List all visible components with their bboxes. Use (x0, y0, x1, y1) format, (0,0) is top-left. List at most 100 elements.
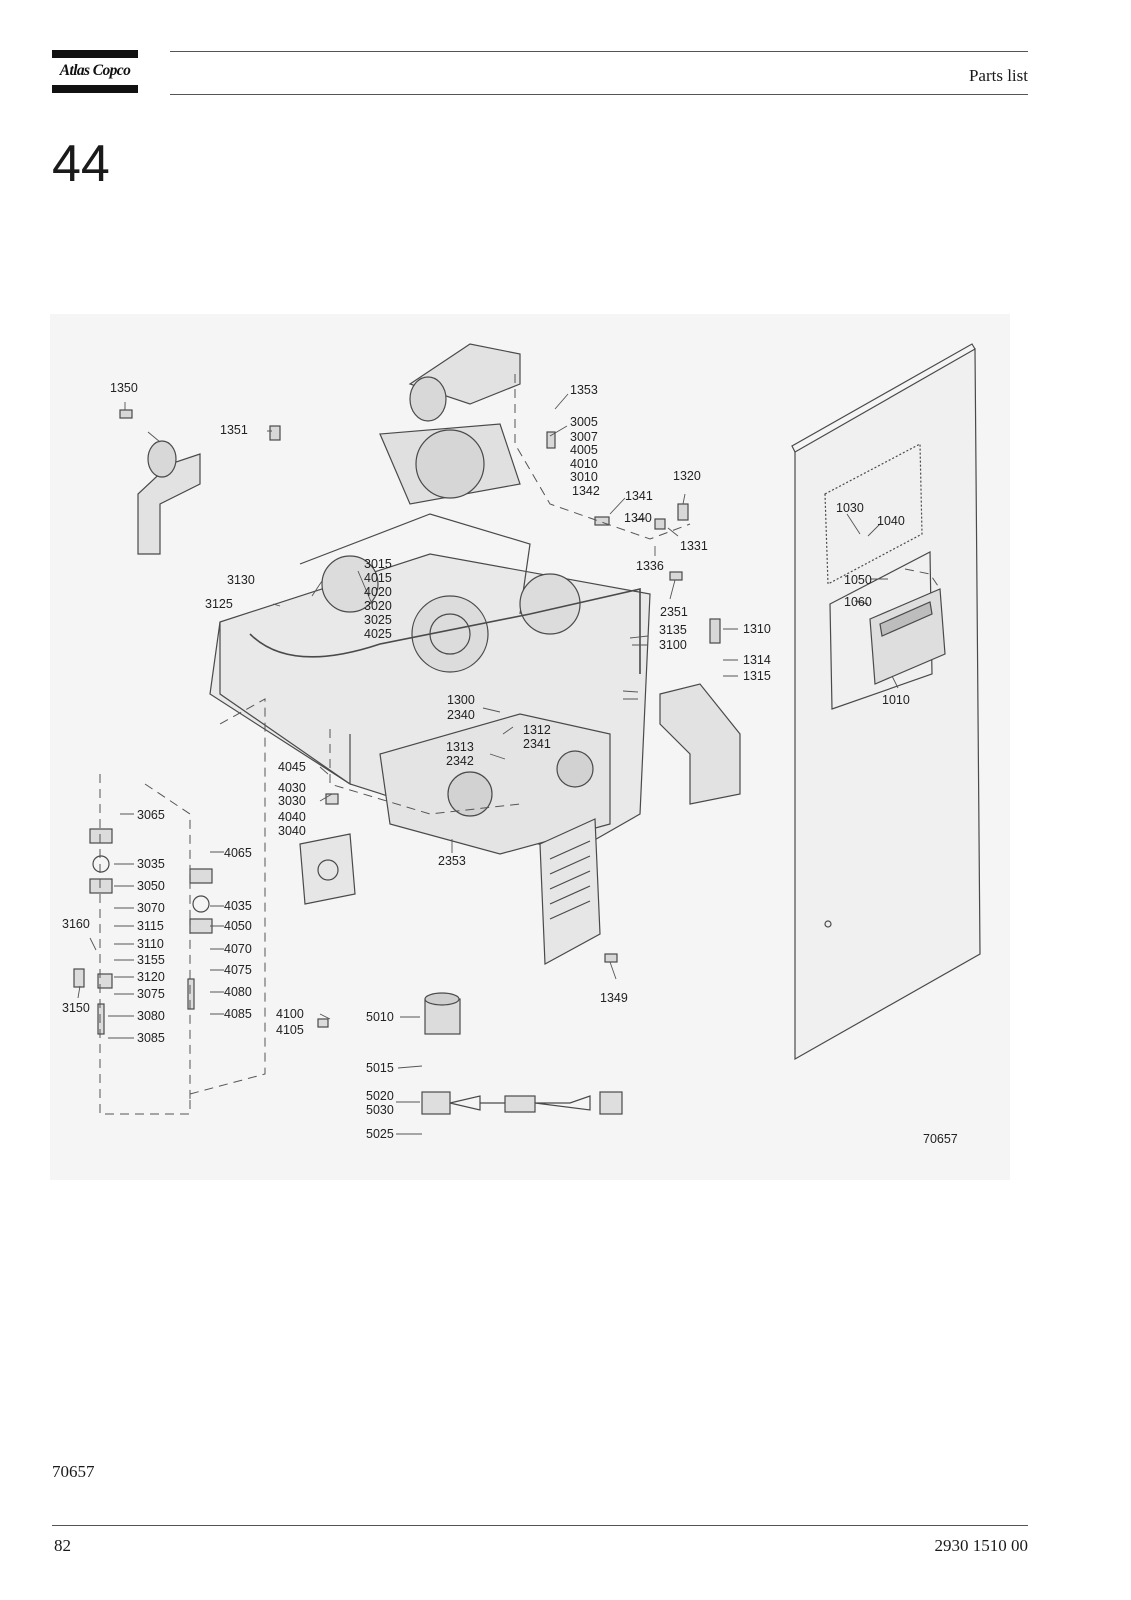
flange (299, 833, 356, 905)
callout: 4015 (364, 571, 392, 585)
callout: 2353 (438, 854, 466, 868)
elbow-pipe (659, 683, 741, 805)
callout: 4035 (224, 899, 252, 913)
callout: 4070 (224, 942, 252, 956)
header-rule-bottom (170, 94, 1028, 95)
callout: 1060 (844, 595, 872, 609)
callout: 3040 (278, 824, 306, 838)
drawing-number: 70657 (923, 1132, 958, 1146)
callout: 4100 (276, 1007, 304, 1021)
callout: 1336 (636, 559, 664, 573)
canopy-side-panel (791, 343, 981, 1061)
logo-bar-top (52, 50, 138, 58)
oil-cooler (539, 818, 601, 965)
callout: 1340 (624, 511, 652, 525)
callout: 1349 (600, 991, 628, 1005)
callout: 3085 (137, 1031, 165, 1045)
callout: 4080 (224, 985, 252, 999)
callout: 1310 (743, 622, 771, 636)
accessory-parts-left (73, 793, 339, 1035)
callout: 2351 (660, 605, 688, 619)
callout: 4025 (364, 627, 392, 641)
cable-harness (421, 1091, 623, 1115)
sensors (119, 409, 721, 963)
header-title: Parts list (968, 66, 1028, 85)
gearbox-casing (379, 713, 611, 855)
page-number: 82 (54, 1536, 71, 1555)
callout: 3150 (62, 1001, 90, 1015)
callout: 3100 (659, 638, 687, 652)
callout: 4045 (278, 760, 306, 774)
callout: 1341 (625, 489, 653, 503)
dash-group-controller (904, 568, 941, 590)
callout: 1300 (447, 693, 475, 707)
callout: 2340 (447, 708, 475, 722)
callout: 5025 (366, 1127, 394, 1141)
callout: 3130 (227, 573, 255, 587)
callout: 1331 (680, 539, 708, 553)
callout: 1315 (743, 669, 771, 683)
callout: 4050 (224, 919, 252, 933)
dash-group-inner (144, 783, 191, 1104)
callout-labels: 1350 1351 1353 3005 3007 4005 4010 3010 … (62, 381, 958, 1146)
callout: 5010 (366, 1010, 394, 1024)
drawing-ref: 70657 (52, 1462, 95, 1481)
callout: 4065 (224, 846, 252, 860)
callout: 3080 (137, 1009, 165, 1023)
callout: 1010 (882, 693, 910, 707)
callout: 4010 (570, 457, 598, 471)
callout: 1312 (523, 723, 551, 737)
dash-group-top (514, 374, 691, 540)
callout: 3065 (137, 808, 165, 822)
callout: 3110 (137, 937, 164, 951)
callout: 3120 (137, 970, 165, 984)
callout: 4075 (224, 963, 252, 977)
callout: 3030 (278, 794, 306, 808)
callout: 4005 (570, 443, 598, 457)
exploded-parts-drawing: 1350 1351 1353 3005 3007 4005 4010 3010 … (50, 314, 1010, 1180)
callout: 4030 (278, 781, 306, 795)
section-number: 44 (52, 135, 110, 193)
callout: 2342 (446, 754, 474, 768)
callout: 3075 (137, 987, 165, 1001)
callout: 1030 (836, 501, 864, 515)
callout: 3005 (570, 415, 598, 429)
callout: 3050 (137, 879, 165, 893)
solenoid-valve (424, 992, 461, 1035)
callout: 1320 (673, 469, 701, 483)
callout: 5030 (366, 1103, 394, 1117)
outlet-pipe (408, 343, 521, 422)
callout: 3035 (137, 857, 165, 871)
callout: 3015 (364, 557, 392, 571)
callout: 3025 (364, 613, 392, 627)
callout: 5020 (366, 1089, 394, 1103)
document-number: 2930 1510 00 (934, 1536, 1029, 1555)
logo-bar-bottom (52, 85, 138, 93)
callout: 4020 (364, 585, 392, 599)
callout: 4105 (276, 1023, 304, 1037)
callout: 3160 (62, 917, 90, 931)
callout: 3007 (570, 430, 598, 444)
callout: 3115 (137, 919, 164, 933)
callout: 3020 (364, 599, 392, 613)
callout: 5015 (366, 1061, 394, 1075)
callout: 3135 (659, 623, 687, 637)
footer-rule (52, 1525, 1028, 1526)
callout: 1314 (743, 653, 771, 667)
callout: 4040 (278, 810, 306, 824)
header-rule-top (170, 51, 1028, 52)
dash-group-center (329, 729, 521, 815)
callout: 1050 (844, 573, 872, 587)
inlet-pipe (137, 440, 201, 555)
callout: 3125 (205, 597, 233, 611)
controller-module (869, 588, 946, 685)
callout: 3070 (137, 901, 165, 915)
atlas-copco-logo: Atlas Copco (52, 50, 138, 93)
logo-brand-text: Atlas Copco (59, 62, 131, 79)
callout: 1313 (446, 740, 474, 754)
callout: 1353 (570, 383, 598, 397)
callout: 1040 (877, 514, 905, 528)
callout: 2341 (523, 737, 551, 751)
callout: 4085 (224, 1007, 252, 1021)
oil-tubing (249, 587, 641, 674)
